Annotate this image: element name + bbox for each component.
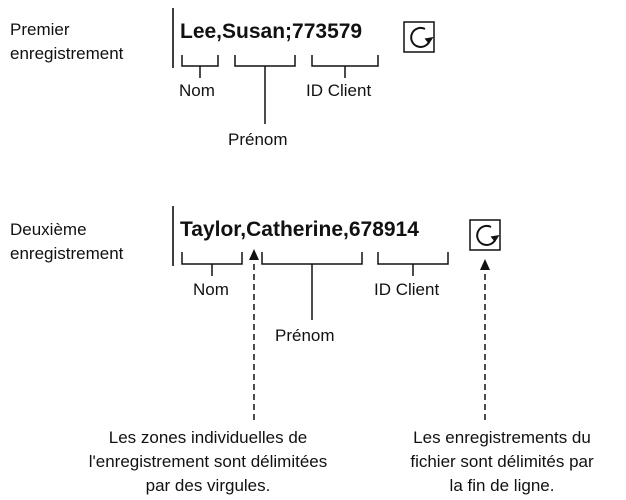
eol-pointer-arrowhead	[480, 259, 490, 270]
eol-note-line1: Les enregistrements du	[413, 428, 591, 447]
record1-return-symbol-icon	[403, 21, 435, 53]
record2-bracket-id	[377, 252, 449, 265]
comma-note-line3: par des virgules.	[145, 476, 271, 495]
record1-bracket-nom	[181, 55, 219, 67]
record1-bracket-id	[311, 55, 379, 67]
eol-note-line3: la fin de ligne.	[449, 476, 555, 495]
record2-field-prenom: Prénom	[275, 326, 335, 345]
record1-field-nom: Nom	[179, 81, 215, 100]
comma-delimiter-note: Les zones individuelles de l'enregistrem…	[48, 426, 368, 498]
record1-label-line2: enregistrement	[10, 44, 124, 63]
comma-note-line2: l'enregistrement sont délimitées	[88, 452, 328, 471]
comma-note-line1: Les zones individuelles de	[108, 428, 308, 447]
record2-label-line2: enregistrement	[10, 244, 124, 263]
record1-label-line1: Premier	[10, 20, 70, 39]
record1-text: Lee,Susan;773579	[180, 20, 363, 43]
record2-field-nom: Nom	[193, 280, 229, 299]
record2-bracket-prenom	[261, 252, 363, 265]
record2-text: Taylor,Catherine,678914	[180, 218, 419, 241]
record1-bracket-prenom	[234, 55, 296, 67]
eol-delimiter-note: Les enregistrements du fichier sont déli…	[380, 426, 624, 498]
eol-note-line2: fichier sont délimités par	[410, 452, 594, 471]
record2-field-id-client: ID Client	[374, 280, 440, 299]
record2-return-symbol-icon	[469, 219, 501, 251]
comma-pointer-arrowhead	[249, 249, 259, 260]
record1-field-prenom: Prénom	[228, 130, 288, 149]
record2-label-line1: Deuxième	[10, 220, 87, 239]
record1-field-id-client: ID Client	[306, 81, 372, 100]
record2-bracket-nom	[181, 252, 243, 265]
